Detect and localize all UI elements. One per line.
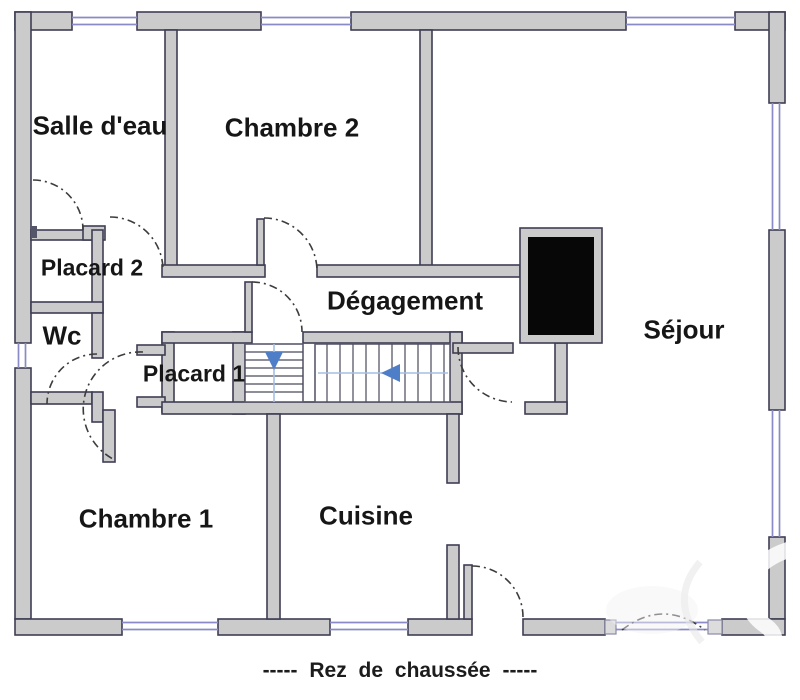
windows: [17, 16, 781, 631]
room-label-chambre-2: Chambre 2: [224, 112, 360, 143]
door-arc-wc: [46, 353, 98, 405]
stair-left-arrow-icon: [381, 364, 400, 382]
interior-walls: [30, 29, 568, 620]
wall: [419, 29, 433, 272]
wall: [407, 618, 473, 636]
door-arc-sejour: [457, 346, 513, 403]
floor-plan-canvas: [14, 11, 796, 652]
wall: [30, 301, 104, 314]
door-arc-stairs: [251, 281, 303, 333]
watermark: [606, 542, 796, 652]
wall: [446, 544, 460, 620]
wall: [452, 342, 514, 354]
door-arc-chambre-2: [263, 217, 318, 272]
bay-door-end: [604, 619, 617, 635]
wall: [14, 11, 32, 344]
wall: [14, 618, 123, 636]
wall: [14, 367, 32, 620]
wall: [161, 331, 253, 344]
window: [771, 410, 781, 537]
window: [17, 343, 27, 368]
wall: [91, 312, 104, 359]
wall: [350, 11, 627, 31]
door-hinge-nub: [31, 226, 37, 238]
stair-down-arrow-icon: [265, 352, 283, 370]
doors: [32, 179, 524, 618]
wall: [316, 264, 521, 278]
room-label-placard-1: Placard 1: [142, 360, 246, 387]
room-label-chambre-1: Chambre 1: [78, 503, 214, 534]
door-arc-chambre-1: [82, 351, 144, 460]
wall: [217, 618, 331, 636]
room-label-degagement: Dégagement: [326, 285, 484, 316]
chimney-flue: [528, 237, 594, 335]
room-label-salle-deau: Salle d'eau: [32, 110, 168, 141]
watermark-swoosh-shadow: [681, 559, 705, 645]
door-jamb: [256, 218, 265, 266]
wall: [266, 413, 281, 620]
wall: [524, 401, 568, 415]
bay-door-end: [707, 619, 723, 635]
wall: [161, 401, 463, 415]
watermark-blob: [606, 586, 698, 634]
door-arc-placard-2: [32, 179, 84, 231]
room-label-placard-2: Placard 2: [40, 254, 144, 281]
door-arc-cuisine-exterior: [471, 565, 524, 618]
window: [261, 16, 351, 26]
door-jamb: [463, 564, 473, 620]
wall: [102, 409, 116, 463]
door-jamb: [244, 281, 253, 333]
door-arc-salle-deau: [109, 216, 164, 271]
room-label-sejour: Séjour: [643, 314, 725, 345]
chimney: [519, 227, 603, 344]
wall: [768, 229, 786, 411]
floor-caption: ----- Rez de chaussée -----: [262, 659, 538, 682]
door-jamb: [136, 344, 166, 356]
wall: [302, 331, 463, 344]
wall: [446, 413, 460, 484]
wall: [136, 11, 262, 31]
wall: [161, 264, 266, 278]
watermark-swoosh: [729, 542, 796, 652]
wall: [522, 618, 606, 636]
window: [771, 103, 781, 230]
wall: [91, 391, 104, 423]
room-label-wc: Wc: [42, 320, 82, 351]
wall: [164, 29, 178, 272]
staircase: [244, 343, 451, 403]
wall: [768, 11, 786, 104]
window: [330, 621, 408, 631]
window: [122, 621, 218, 631]
window: [626, 16, 735, 26]
room-label-cuisine: Cuisine: [319, 500, 413, 531]
door-jamb: [136, 396, 166, 408]
window: [72, 16, 137, 26]
